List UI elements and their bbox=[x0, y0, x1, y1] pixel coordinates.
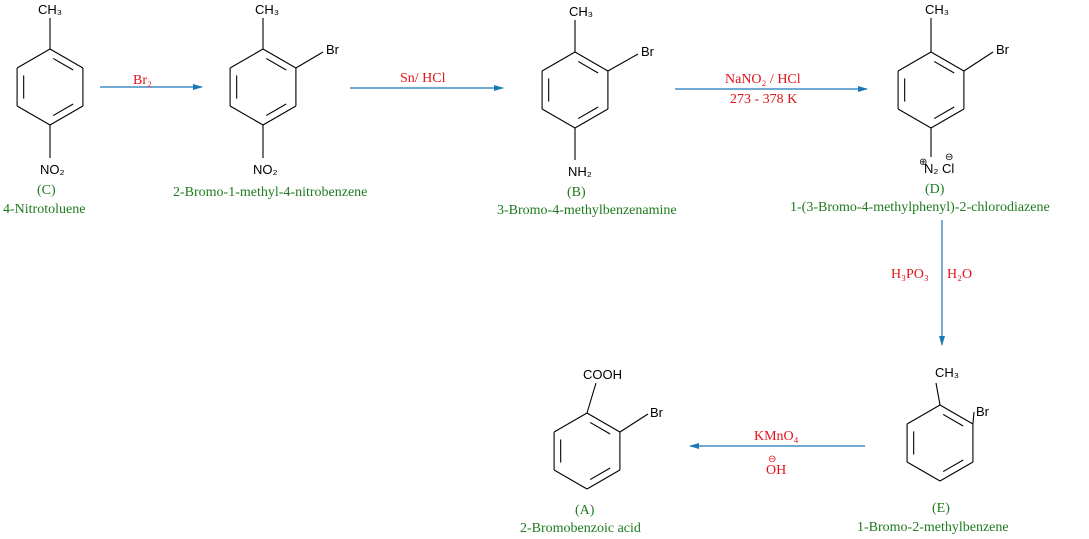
d-br-bond bbox=[963, 51, 994, 72]
ring-c bbox=[16, 48, 84, 126]
a-letter: (A) bbox=[575, 503, 595, 518]
e-name: 1-Bromo-2-methylbenzene bbox=[857, 520, 1009, 535]
int1-br-bond bbox=[295, 51, 324, 69]
ring-double-bond bbox=[52, 103, 74, 117]
d-letter: (D) bbox=[925, 182, 945, 197]
ring-bond bbox=[541, 108, 576, 129]
e-br-label: Br bbox=[976, 404, 990, 419]
d-ch3-label: CH₃ bbox=[925, 2, 949, 17]
b-name: 3-Bromo-4-methylbenzenamine bbox=[497, 203, 677, 218]
ring-bond bbox=[906, 461, 941, 482]
ring-bond bbox=[939, 404, 974, 425]
ring-bond bbox=[897, 108, 932, 129]
ring-bond bbox=[553, 469, 588, 490]
ring-double-bond bbox=[589, 421, 611, 435]
ring-bond bbox=[586, 469, 621, 490]
ring-bond bbox=[16, 48, 51, 69]
ring-bond bbox=[930, 108, 965, 129]
a-br-bond bbox=[619, 413, 649, 433]
d-n2cl-label: N₂ Cl bbox=[924, 161, 954, 176]
ring-bond bbox=[939, 461, 974, 482]
d-name: 1-(3-Bromo-4-methylphenyl)-2-chlorodiaze… bbox=[790, 200, 1050, 215]
a-cooh-label: COOH bbox=[583, 367, 622, 382]
substituent-bonds bbox=[49, 18, 994, 433]
int1-ch3-label: CH₃ bbox=[255, 2, 279, 17]
ring-bond bbox=[49, 48, 84, 69]
ring-int1 bbox=[229, 48, 297, 126]
ring-d bbox=[897, 51, 965, 129]
ring-bond bbox=[930, 51, 965, 72]
ring-bond bbox=[16, 105, 51, 126]
c-name: 4-Nitrotoluene bbox=[3, 202, 85, 217]
reagent-temperature: 273 - 378 K bbox=[730, 92, 797, 107]
reagent-oh: OH bbox=[766, 463, 786, 478]
d-minus-charge: ⊖ bbox=[945, 152, 953, 163]
int1-br-label: Br bbox=[326, 42, 340, 57]
ring-bond bbox=[553, 412, 588, 433]
d-plus-charge: ⊕ bbox=[919, 157, 927, 168]
ring-bond bbox=[574, 51, 609, 72]
reagent-sn-hcl: Sn/ HCl bbox=[400, 71, 446, 86]
ring-double-bond bbox=[933, 60, 955, 74]
ring-bond bbox=[897, 51, 932, 72]
e-br-bond bbox=[972, 411, 975, 425]
ring-b bbox=[541, 51, 609, 129]
int1-no2-label: NO₂ bbox=[253, 162, 278, 177]
ring-double-bond bbox=[265, 103, 287, 117]
ring-bond bbox=[586, 412, 621, 433]
a-name: 2-Bromobenzoic acid bbox=[520, 521, 641, 536]
e-letter: (E) bbox=[932, 501, 950, 516]
ring-a bbox=[553, 412, 621, 490]
ring-bond bbox=[262, 105, 297, 126]
ring-double-bond bbox=[265, 57, 287, 71]
reagent-nano2-hcl: NaNO₂ / HCl bbox=[725, 72, 801, 87]
ring-bond bbox=[262, 48, 297, 69]
reagent-oh-charge: ⊖ bbox=[768, 454, 776, 465]
d-br-label: Br bbox=[996, 42, 1010, 57]
ring-bond bbox=[906, 404, 941, 425]
e-methyl-bond bbox=[935, 382, 941, 406]
ring-double-bond bbox=[589, 467, 611, 481]
c-no2-label: NO₂ bbox=[40, 162, 65, 177]
a-carboxyl-bond bbox=[586, 382, 597, 414]
ring-double-bond bbox=[942, 459, 964, 473]
ring-e bbox=[906, 404, 974, 482]
c-ch3-label: CH₃ bbox=[38, 2, 62, 17]
reagent-h2o: H₂O bbox=[947, 267, 972, 282]
e-ch3-label: CH₃ bbox=[935, 365, 959, 380]
int1-name: 2-Bromo-1-methyl-4-nitrobenzene bbox=[173, 185, 367, 200]
ring-double-bond bbox=[933, 106, 955, 120]
b-nh2-label: NH₂ bbox=[568, 164, 592, 179]
reagent-kmno4: KMnO₄ bbox=[754, 429, 799, 444]
b-letter: (B) bbox=[567, 185, 586, 200]
ring-bond bbox=[541, 51, 576, 72]
c-letter: (C) bbox=[37, 183, 56, 198]
reagent-br2: Br₂ bbox=[133, 73, 152, 88]
ring-double-bond bbox=[52, 57, 74, 71]
ring-bond bbox=[229, 48, 264, 69]
b-br-bond bbox=[607, 53, 639, 72]
ring-bond bbox=[229, 105, 264, 126]
a-br-label: Br bbox=[650, 405, 664, 420]
ring-double-bond bbox=[577, 106, 599, 120]
b-br-label: Br bbox=[641, 44, 655, 59]
b-ch3-label: CH₃ bbox=[569, 4, 593, 19]
benzene-rings bbox=[16, 48, 974, 490]
ring-bond bbox=[49, 105, 84, 126]
reagent-h3po3: H₃PO₃ bbox=[891, 267, 929, 282]
ring-bond bbox=[574, 108, 609, 129]
ring-double-bond bbox=[577, 60, 599, 74]
ring-double-bond bbox=[942, 413, 964, 427]
